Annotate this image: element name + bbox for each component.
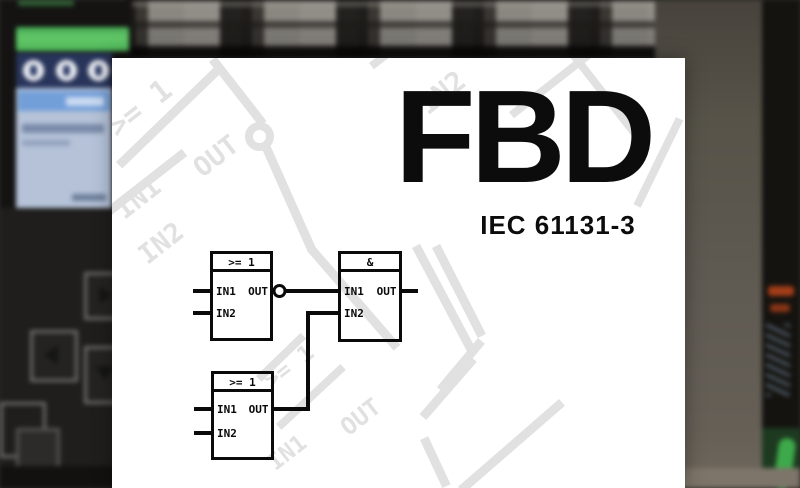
plc-terminal-rack-rows <box>126 0 660 58</box>
watermark-line <box>419 356 477 421</box>
tools-glyph <box>95 65 102 76</box>
negation-circle <box>272 284 287 298</box>
wiring-bundle <box>766 324 790 396</box>
hmi-display-textline-blur <box>22 124 104 133</box>
port-label-out: OUT <box>377 285 397 298</box>
hmi-display <box>16 88 112 208</box>
hmi-device <box>0 0 132 488</box>
hmi-display-header <box>18 91 110 111</box>
hmi-display-footer-blur <box>72 194 106 201</box>
function-block-and: & IN1 IN2 OUT <box>338 251 402 342</box>
port-label-in2: IN2 <box>216 307 236 320</box>
port-label-in1: IN1 <box>344 285 364 298</box>
tools-icon <box>88 60 109 81</box>
settings-glyph <box>63 65 70 76</box>
status-led <box>18 0 74 6</box>
cabinet-floor <box>683 468 800 488</box>
hmi-icon-bar <box>16 53 112 88</box>
function-block-or-1: >= 1 IN1 IN2 OUT <box>210 251 273 341</box>
port-label-in2: IN2 <box>344 307 364 320</box>
watermark-label: IN2 <box>132 216 191 271</box>
port-label-in1: IN1 <box>217 403 237 416</box>
function-block-or-2: >= 1 IN1 IN2 OUT <box>211 371 274 460</box>
arrow-right-icon <box>99 286 112 304</box>
port-label-out: OUT <box>249 403 269 416</box>
watermark-line <box>457 399 565 488</box>
module-label-orange-2 <box>770 304 790 312</box>
info-glyph <box>30 65 37 76</box>
settings-icon <box>56 60 77 81</box>
white-card: >= 1 OUT IN1 IN2 IN2 >= 1 OUT IN1 FBD IE… <box>112 58 685 488</box>
hmi-display-textline2-blur <box>22 140 70 146</box>
info-icon <box>23 60 44 81</box>
cabinet-dark-column <box>762 0 800 488</box>
watermark-line <box>262 145 316 252</box>
hmi-bottom-edge <box>0 466 132 488</box>
arrow-left-icon <box>44 345 58 365</box>
hmi-display-header-text-blur <box>66 97 104 106</box>
block-header-label: >= 1 <box>228 256 255 269</box>
watermark-negation-circle <box>245 122 274 151</box>
watermark-label: OUT <box>187 129 246 184</box>
port-label-in1: IN1 <box>216 285 236 298</box>
page-title: FBD <box>394 63 656 210</box>
standard-label: IEC 61131-3 <box>480 210 636 240</box>
run-indicator-bar <box>16 27 129 51</box>
arrow-down-icon <box>95 366 115 380</box>
arrow-left-button <box>30 330 78 382</box>
watermark-label: IN1 <box>112 171 168 226</box>
module-label-orange <box>768 286 794 296</box>
watermark-line <box>209 58 267 127</box>
block-header-label: & <box>367 256 374 269</box>
watermark-line <box>436 338 485 393</box>
port-label-in2: IN2 <box>217 427 237 440</box>
fbd-diagram: >= 1 IN1 IN2 OUT & IN1 IN2 OUT >= 1 IN1 <box>193 251 418 460</box>
port-label-out: OUT <box>248 285 268 298</box>
block-header-label: >= 1 <box>229 376 256 389</box>
